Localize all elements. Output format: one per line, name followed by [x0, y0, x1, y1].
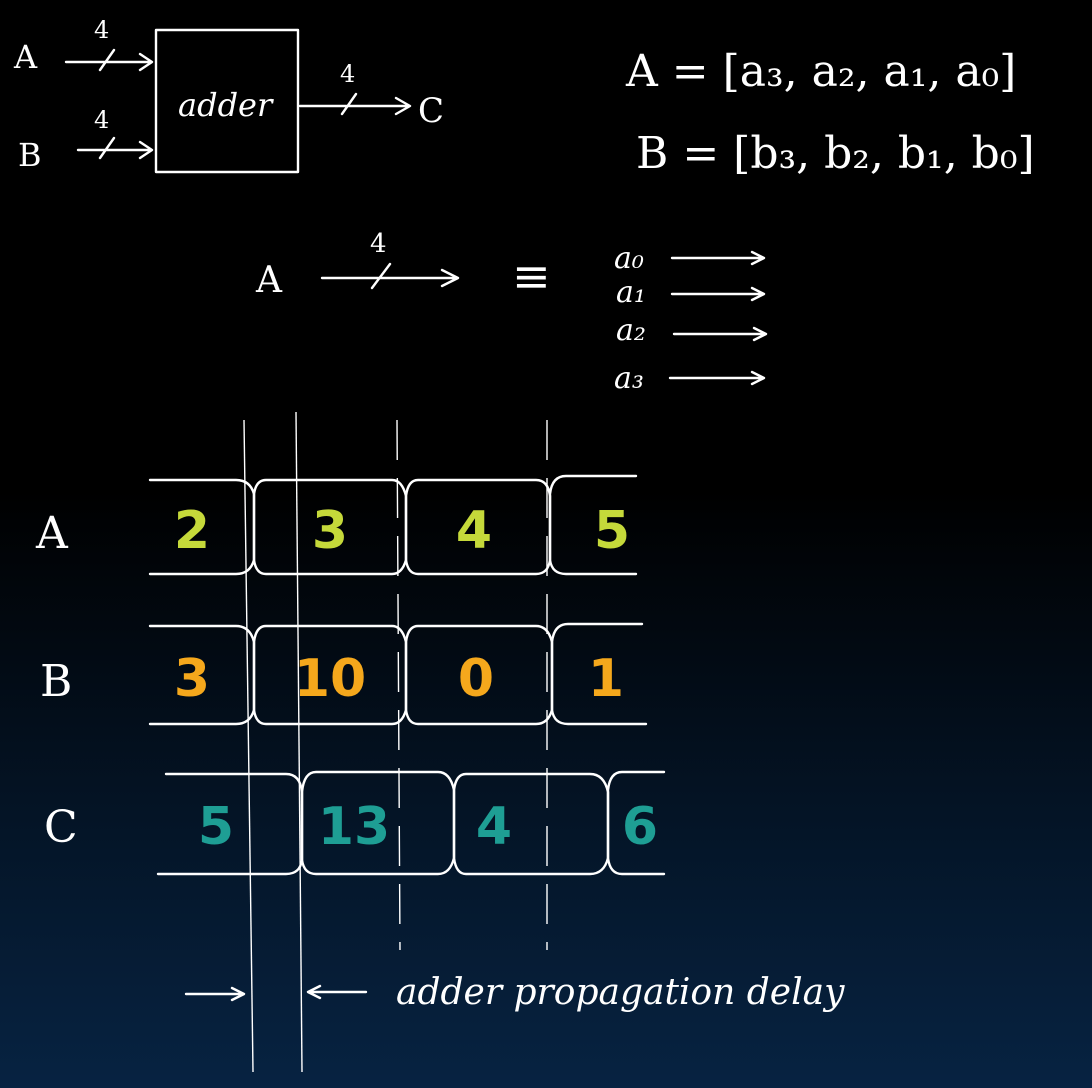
waveform-value: 13 — [318, 797, 390, 857]
equivalence-symbol: ≡ — [512, 249, 551, 303]
output-arrow — [298, 92, 412, 116]
bit-label: a₃ — [614, 361, 644, 396]
delay-arrow-left — [184, 986, 246, 1002]
bit-arrow — [670, 250, 766, 266]
width-a-label: 4 — [94, 16, 109, 44]
waveform-value: 6 — [622, 797, 658, 857]
bit-label: a₀ — [614, 241, 644, 276]
signal-label-b: B — [40, 656, 72, 707]
waveform-value: 0 — [458, 649, 494, 709]
input-a-label: A — [13, 38, 38, 76]
waveform-value: 4 — [476, 797, 512, 857]
bus-expansion: A 4 ≡ a₀ a₁ a₂ a₃ — [255, 229, 768, 396]
waveform-value: 5 — [594, 501, 630, 561]
bit-label: a₁ — [616, 275, 646, 310]
bus-arrow — [320, 262, 460, 290]
waveform-value: 4 — [456, 501, 492, 561]
bit-arrow — [672, 326, 768, 342]
adder-box — [154, 28, 300, 174]
clock-edge-line — [396, 419, 401, 951]
b-vector-definition: B = [b₃, b₂, b₁, b₀] — [636, 128, 1035, 179]
input-a-arrow — [64, 48, 154, 72]
waveform-b — [148, 622, 648, 726]
waveform-c — [156, 770, 666, 876]
bit-arrow — [668, 370, 766, 386]
waveform-value: 2 — [174, 501, 210, 561]
waveform-value: 3 — [174, 649, 210, 709]
waveform-value: 5 — [198, 797, 234, 857]
bit-arrow — [670, 286, 766, 302]
adder-block-diagram: A B 4 4 adder 4 C — [13, 16, 444, 174]
input-b-arrow — [76, 136, 154, 160]
input-b-label: B — [18, 136, 42, 174]
delay-annotation: adder propagation delay — [396, 972, 845, 1013]
waveform-value: 3 — [312, 501, 348, 561]
adder-label: adder — [178, 86, 274, 124]
waveform-values: 2 3 4 5 3 10 0 1 5 13 4 6 — [174, 501, 658, 857]
clock-edge-line — [243, 419, 254, 1073]
bus-label: A — [255, 260, 283, 301]
waveform-value: 1 — [588, 649, 624, 709]
waveform-value: 10 — [294, 649, 366, 709]
signal-label-a: A — [35, 508, 69, 559]
width-c-label: 4 — [340, 60, 355, 88]
signal-label-c: C — [44, 802, 78, 853]
timing-diagram: A B C 2 3 4 5 3 10 0 1 5 13 4 6 adder propagation d… — [35, 411, 845, 1073]
bus-width-label: 4 — [370, 229, 387, 259]
delay-edge-line — [295, 411, 303, 1073]
output-c-label: C — [418, 91, 444, 131]
delay-arrow-right — [306, 984, 368, 1000]
a-vector-definition: A = [a₃, a₂, a₁, a₀] — [625, 46, 1016, 97]
width-b-label: 4 — [94, 106, 109, 134]
bit-label: a₂ — [616, 313, 646, 348]
waveform-a — [148, 474, 638, 576]
